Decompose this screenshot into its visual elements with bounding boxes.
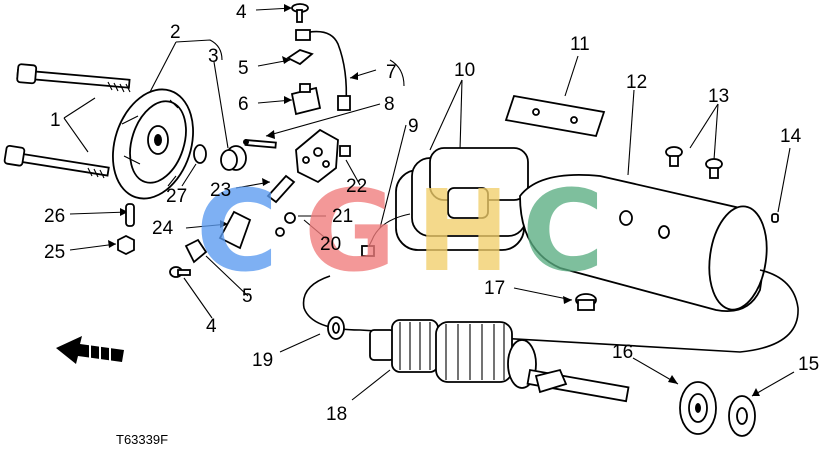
terminal-bracket [218,210,252,250]
screw-lower [169,266,191,278]
callout-22: 22 [346,176,367,197]
callout-8: 8 [384,94,395,115]
through-bolt-lower [3,144,110,179]
callout-26: 26 [44,206,65,227]
watermark: C G H C [196,167,604,297]
frame-pin [771,213,779,223]
callout-24: 24 [152,218,174,239]
brush-holder [290,83,322,116]
bushing [220,145,247,171]
figure-reference: T63339F [116,432,168,447]
callout-5-lower: 5 [242,286,253,307]
commutator-end-frame [112,88,194,200]
drive-end-washer [728,395,756,437]
pole-screw-left [665,146,683,167]
through-bolt-upper [16,63,131,93]
watermark-letter-4: C [522,167,604,297]
frame-plug [575,293,597,311]
callout-7: 7 [386,62,397,83]
brush-clip [286,49,314,66]
callout-6: 6 [238,94,249,115]
pole-screw-right [705,158,723,179]
thrust-washer [327,316,345,340]
plug [193,144,207,164]
callout-2: 2 [170,22,181,43]
insulator [275,212,296,237]
watermark-letter-2: G [304,167,396,297]
callout-18: 18 [326,404,347,425]
roll-pin [125,203,135,227]
pole-shoe [504,94,606,138]
watermark-letter-1: C [196,167,278,297]
field-frame [519,173,768,312]
callout-labels: 1 2 3 4 5 6 7 8 9 10 11 12 13 14 15 16 1… [44,2,819,425]
callout-21: 21 [332,206,353,227]
callout-3: 3 [208,46,219,67]
nut-screw-22 [339,145,351,157]
brush-lead [295,29,351,111]
small-screw [243,139,277,149]
callout-11: 11 [570,34,590,55]
armature [369,319,630,403]
front-arrow-icon [56,336,124,364]
watermark-letter-3: H [416,167,510,297]
callout-27: 27 [166,186,187,207]
leader-arrows [108,4,760,396]
callout-17: 17 [484,278,505,299]
callout-20: 20 [320,234,341,255]
callout-1: 1 [50,110,61,131]
screw-top [291,3,309,23]
terminal-strap [266,174,296,204]
callout-16: 16 [612,342,633,363]
callout-12: 12 [626,72,647,93]
nut [117,234,135,256]
callout-4-lower: 4 [206,316,217,337]
armature-outline [302,269,799,353]
callout-25: 25 [44,242,65,263]
drive-end-bearing [679,381,717,435]
callout-4: 4 [236,2,247,23]
callout-10: 10 [454,60,475,81]
callout-19: 19 [252,350,273,371]
callout-15: 15 [798,354,819,375]
brush-plate [295,128,339,184]
callout-5: 5 [238,58,249,79]
callout-13: 13 [708,86,729,107]
callout-9: 9 [408,116,419,137]
callout-23: 23 [210,180,231,201]
clip-lower [184,238,208,264]
leader-lines [63,7,795,401]
field-coils [361,147,529,257]
callout-14: 14 [780,126,802,147]
